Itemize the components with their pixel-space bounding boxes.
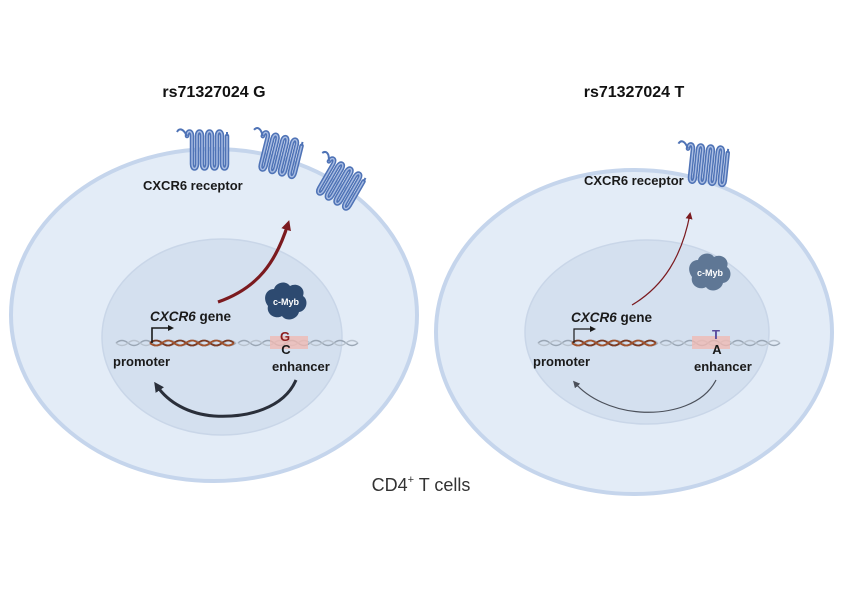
tss-arrow	[573, 326, 596, 343]
figure-caption: CD4+ T cells	[372, 474, 471, 495]
gene-suffix: gene	[196, 309, 232, 324]
right-cmyb-label: c-Myb	[697, 268, 724, 278]
expression-arrow	[217, 220, 291, 304]
gene-name: CXCR6	[150, 309, 196, 324]
left-receptor-label: CXCR6 receptor	[143, 178, 243, 193]
right-cell: rs71327024 T CXCR6 receptor c-Myb CXCR6 …	[434, 84, 834, 496]
right-receptor-label: CXCR6 receptor	[584, 173, 684, 188]
right-promoter-label: promoter	[533, 354, 590, 369]
gene-name: CXCR6	[571, 310, 617, 325]
right-nucleus	[524, 239, 770, 425]
left-panel-title: rs71327024 G	[162, 84, 265, 101]
enhancer-loop-arrow	[154, 379, 298, 418]
left-enhancer-label: enhancer	[272, 359, 330, 374]
tss-arrow	[151, 325, 174, 343]
left-promoter-label: promoter	[113, 354, 170, 369]
right-allele-bottom: A	[712, 342, 722, 357]
enhancer-highlight	[270, 336, 308, 349]
caption-main: CD4	[372, 475, 408, 495]
right-panel-title: rs71327024 T	[584, 84, 685, 101]
left-cmyb-label: c-Myb	[273, 297, 300, 307]
caption-rest: T cells	[414, 475, 470, 495]
enhancer-highlight	[692, 336, 730, 349]
gene-suffix: gene	[617, 310, 653, 325]
right-gene-label: CXCR6 gene	[571, 310, 653, 325]
enhancer-loop-arrow	[573, 379, 717, 413]
caption-superscript: +	[408, 474, 414, 486]
expression-arrow	[631, 212, 693, 306]
left-allele-top: G	[280, 329, 290, 344]
right-enhancer-label: enhancer	[694, 359, 752, 374]
cmyb-protein-icon	[265, 282, 307, 320]
left-allele-bottom: C	[281, 342, 291, 357]
left-cell: rs71327024 G CXCR6 receptor CXCR6 gene c…	[9, 84, 419, 483]
left-gene-label: CXCR6 gene	[150, 309, 232, 324]
cmyb-protein-icon	[689, 253, 731, 291]
right-allele-top: T	[712, 327, 720, 342]
